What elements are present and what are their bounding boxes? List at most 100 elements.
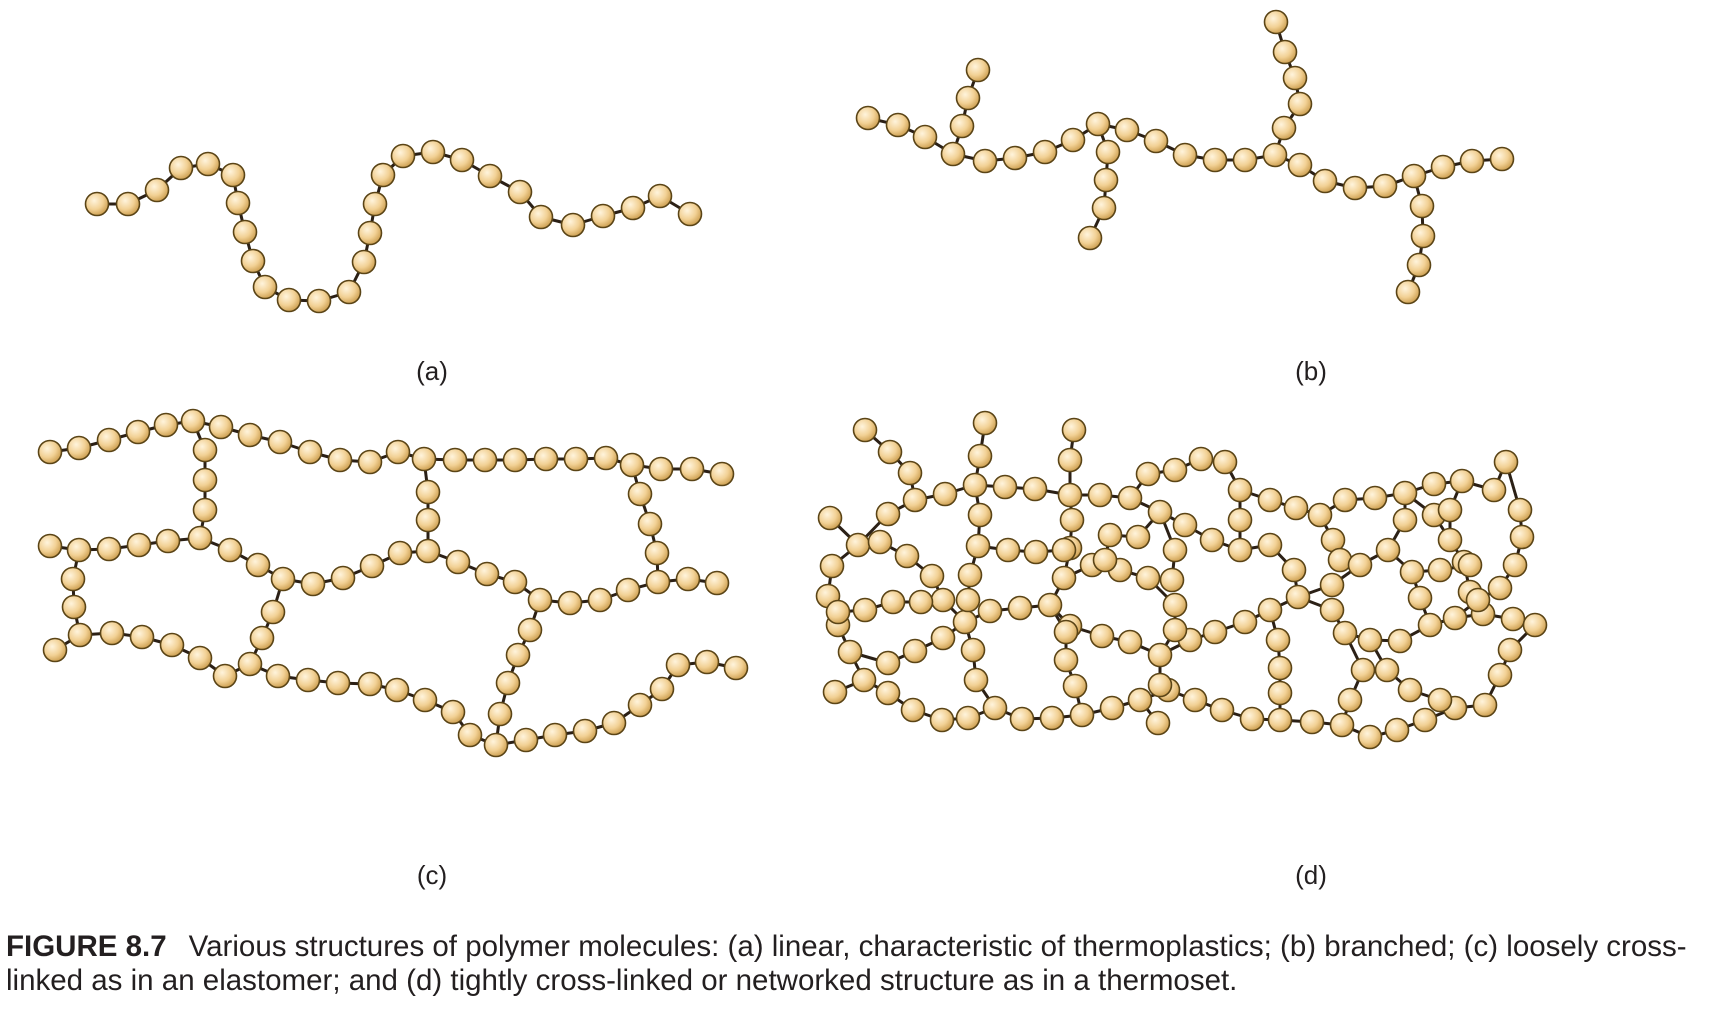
- monomer-bead: [1409, 193, 1435, 219]
- monomer-bead: [528, 204, 554, 230]
- monomer-bead: [60, 566, 86, 592]
- monomer-bead: [1060, 127, 1086, 153]
- monomer-bead: [675, 566, 701, 592]
- monomer-bead: [336, 279, 362, 305]
- monomer-bead: [819, 553, 845, 579]
- monomer-bead: [1362, 485, 1388, 511]
- monomer-bead: [1500, 606, 1526, 632]
- monomer-bead: [1489, 146, 1515, 172]
- monomer-bead: [955, 587, 981, 613]
- monomer-bead: [1188, 446, 1214, 472]
- monomer-bead: [1392, 507, 1418, 533]
- monomer-bead: [249, 625, 275, 651]
- monomer-bead: [1337, 687, 1363, 713]
- monomer-bead: [572, 718, 598, 744]
- monomer-bead: [900, 697, 926, 723]
- monomer-bead: [1287, 91, 1313, 117]
- monomer-bead: [168, 155, 194, 181]
- monomer-bead: [1239, 706, 1265, 732]
- monomer-bead: [1202, 619, 1228, 645]
- monomer-bead: [1032, 139, 1058, 165]
- monomer-bead: [1299, 709, 1325, 735]
- monomer-bead: [330, 565, 356, 591]
- monomer-bead: [825, 599, 851, 625]
- monomer-bead: [445, 549, 471, 575]
- monomer-bead: [1002, 145, 1028, 171]
- monomer-bead: [1412, 707, 1438, 733]
- monomer-bead: [195, 151, 221, 177]
- monomer-bead: [1497, 637, 1523, 663]
- monomer-bead: [1117, 629, 1143, 655]
- monomer-bead: [822, 679, 848, 705]
- monomer-bead: [295, 667, 321, 693]
- monomer-bead: [1507, 497, 1533, 523]
- monomer-bead: [1257, 487, 1283, 513]
- bead-group: [855, 9, 1515, 305]
- monomer-bead: [912, 124, 938, 150]
- monomer-bead: [1357, 724, 1383, 750]
- monomer-bead: [1127, 687, 1153, 713]
- monomer-bead: [1493, 449, 1519, 475]
- monomer-bead: [1487, 662, 1513, 688]
- monomer-bead: [679, 456, 705, 482]
- monomer-bead: [517, 617, 543, 643]
- monomer-bead: [362, 191, 388, 217]
- monomer-bead: [357, 671, 383, 697]
- monomer-bead: [387, 540, 413, 566]
- monomer-bead: [412, 687, 438, 713]
- monomer-bead: [1147, 499, 1173, 525]
- panel-a-linear-polymer: [84, 139, 703, 314]
- monomer-bead: [252, 274, 278, 300]
- monomer-bead: [952, 609, 978, 635]
- monomer-bead: [1147, 642, 1173, 668]
- monomer-bead: [420, 139, 446, 165]
- panel-c-label: (c): [416, 860, 448, 890]
- monomer-bead: [502, 569, 528, 595]
- figure-number: FIGURE 8.7: [6, 930, 167, 963]
- monomer-bead: [245, 552, 271, 578]
- monomer-bead: [1272, 39, 1298, 65]
- monomer-bead: [851, 667, 877, 693]
- monomer-bead: [192, 437, 218, 463]
- monomer-bead: [1267, 655, 1293, 681]
- monomer-bead: [1143, 128, 1169, 154]
- monomer-bead: [187, 645, 213, 671]
- monomer-bead: [325, 670, 351, 696]
- monomer-bead: [1392, 480, 1418, 506]
- monomer-bead: [647, 183, 673, 209]
- monomer-bead: [593, 445, 619, 471]
- monomer-bead: [1145, 710, 1171, 736]
- monomer-bead: [982, 695, 1008, 721]
- monomer-bead: [560, 212, 586, 238]
- monomer-bead: [962, 472, 988, 498]
- monomer-bead: [370, 162, 396, 188]
- monomer-bead: [474, 561, 500, 587]
- monomer-bead: [153, 412, 179, 438]
- monomer-bead: [644, 540, 670, 566]
- monomer-bead: [963, 667, 989, 693]
- monomer-bead: [115, 191, 141, 217]
- monomer-bead: [1417, 612, 1443, 638]
- monomer-bead: [449, 147, 475, 173]
- monomer-bead: [351, 249, 377, 275]
- monomer-bead: [1092, 547, 1118, 573]
- monomer-bead: [1281, 557, 1307, 583]
- monomer-bead: [483, 732, 509, 758]
- monomer-bead: [1162, 457, 1188, 483]
- monomer-bead: [1487, 575, 1513, 601]
- monomer-bead: [1061, 417, 1087, 443]
- monomer-bead: [415, 479, 441, 505]
- monomer-bead: [306, 288, 332, 314]
- monomer-bead: [955, 85, 981, 111]
- monomer-bead: [192, 497, 218, 523]
- panel-a-label: (a): [416, 356, 448, 386]
- monomer-bead: [885, 112, 911, 138]
- monomer-bead: [390, 143, 416, 169]
- monomer-bead: [1159, 567, 1185, 593]
- monomer-bead: [880, 589, 906, 615]
- bead-group: [37, 408, 749, 758]
- monomer-bead: [66, 435, 92, 461]
- monomer-bead: [875, 501, 901, 527]
- monomer-bead: [1307, 502, 1333, 528]
- monomer-bead: [1285, 584, 1311, 610]
